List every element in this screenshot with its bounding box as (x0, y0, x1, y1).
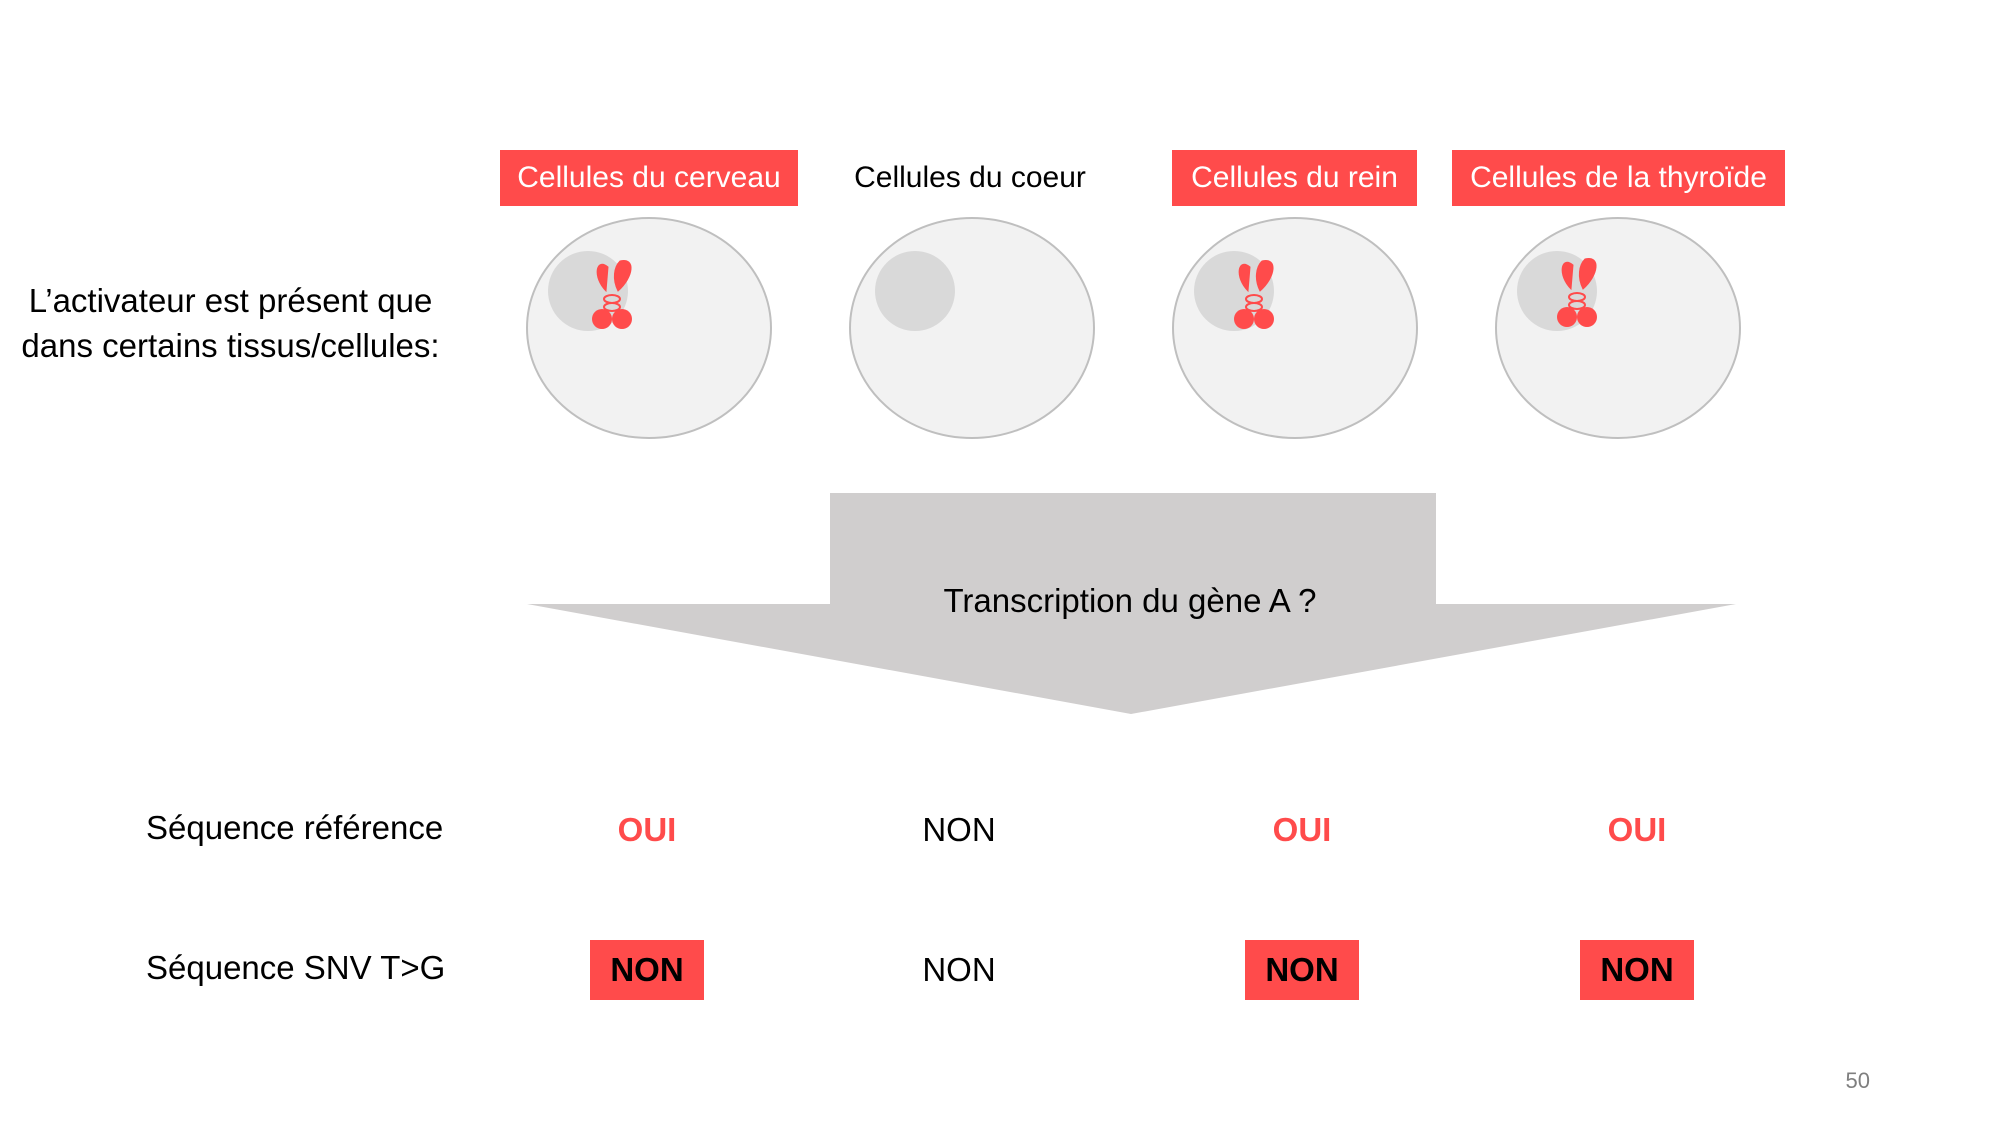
tissue-label-brain: Cellules du cerveau (500, 150, 798, 206)
answer-ref-kidney: OUI (1272, 811, 1332, 848)
answer-ref-brain: OUI (617, 811, 677, 848)
activator-caption: L’activateur est présent que dans certai… (21, 282, 440, 364)
row-label-reference: Séquence référence (146, 809, 444, 846)
row-label-snv: Séquence SNV T>G (146, 949, 446, 986)
cell-brain (526, 217, 772, 439)
cell-thyroid (1495, 217, 1741, 439)
tissue-label-thyroid: Cellules de la thyroïde (1452, 150, 1785, 206)
tissue-label-kidney: Cellules du rein (1172, 150, 1417, 206)
tissue-label-heart: Cellules du coeur (854, 161, 1086, 194)
answer-ref-heart: NON (922, 811, 996, 848)
activator-protein-icon (1557, 258, 1597, 327)
answer-snv-brain: NON (590, 940, 704, 1000)
nucleus (1517, 251, 1597, 331)
cell-kidney (1172, 217, 1418, 439)
answer-snv-heart: NON (922, 951, 996, 988)
activator-protein-icon (592, 260, 632, 329)
activator-protein-icon (1234, 260, 1274, 329)
answer-snv-thyroid: NON (1580, 940, 1694, 1000)
cell-heart (849, 217, 1095, 439)
answer-snv-kidney: NON (1245, 940, 1359, 1000)
answer-ref-thyroid: OUI (1607, 811, 1667, 848)
nucleus (875, 251, 955, 331)
page-number: 50 (1845, 1068, 1870, 1093)
arrow-label: Transcription du gène A ? (943, 582, 1317, 619)
